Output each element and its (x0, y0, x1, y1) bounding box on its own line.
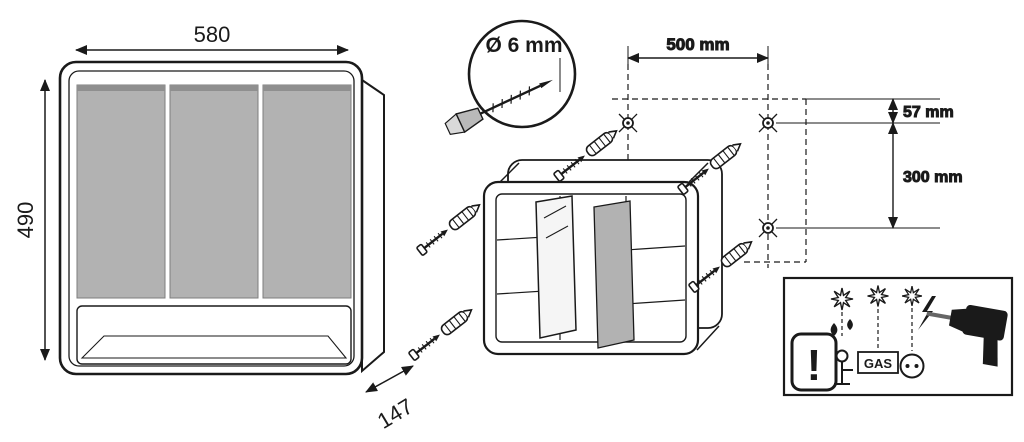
drill-callout: Ø 6 mm (444, 19, 577, 136)
mirror-door-center (169, 84, 259, 299)
layout-dashlines (612, 64, 807, 268)
width-dimension: 580 (75, 22, 349, 55)
wall-plug (414, 199, 485, 258)
mirror-top-edge (170, 85, 258, 91)
spark-icon (830, 287, 854, 311)
height-label: 490 (13, 202, 38, 239)
exclamation-label: ! (807, 341, 822, 390)
mirror-door-left (76, 84, 166, 299)
hole-spacing-label: 500 mm (666, 35, 729, 54)
vertical-spacing-label: 300 mm (903, 169, 963, 186)
callout-circle (467, 19, 577, 129)
warning-sign: ! (790, 332, 838, 392)
drill-diameter-label: Ø 6 mm (485, 34, 562, 57)
mirror-doors (76, 84, 352, 299)
drill-icon (926, 304, 1008, 367)
depth-label: 147 (373, 393, 417, 433)
mirror-top-edge (263, 85, 351, 91)
gas-label: GAS (864, 356, 893, 371)
socket-icon (899, 353, 925, 379)
mounting-dimensions: 500 mm 57 mm 300 mm (627, 35, 963, 229)
height-dimension: 490 (13, 79, 50, 361)
cabinet-inner-frame (68, 70, 355, 367)
width-label: 580 (194, 22, 231, 47)
spark-icon (901, 285, 923, 307)
wall-plug (551, 125, 622, 184)
warning-panel: ! GAS (782, 276, 1014, 397)
cabinet-side-face (361, 78, 385, 374)
screw-icon (444, 79, 553, 136)
wall-plug (406, 304, 477, 363)
cabinet-opening (495, 193, 687, 343)
mirror-top-edge (77, 85, 165, 91)
cabinet-front-view (58, 60, 385, 376)
wall-plug (675, 138, 746, 197)
spark-icon (866, 284, 890, 308)
mirror-panel-white (535, 195, 577, 339)
mirror-panel-gray (593, 200, 635, 349)
cabinet-front-outline (482, 180, 700, 356)
top-offset-label: 57 mm (903, 104, 954, 121)
water-tap-icon (834, 349, 853, 385)
cabinet-3d-view (482, 159, 723, 356)
open-shelf (76, 305, 352, 365)
gas-label-box: GAS (857, 351, 899, 374)
depth-dimension: 147 (365, 365, 417, 434)
hazard-dashlines (841, 308, 913, 351)
mirror-door-right (262, 84, 352, 299)
